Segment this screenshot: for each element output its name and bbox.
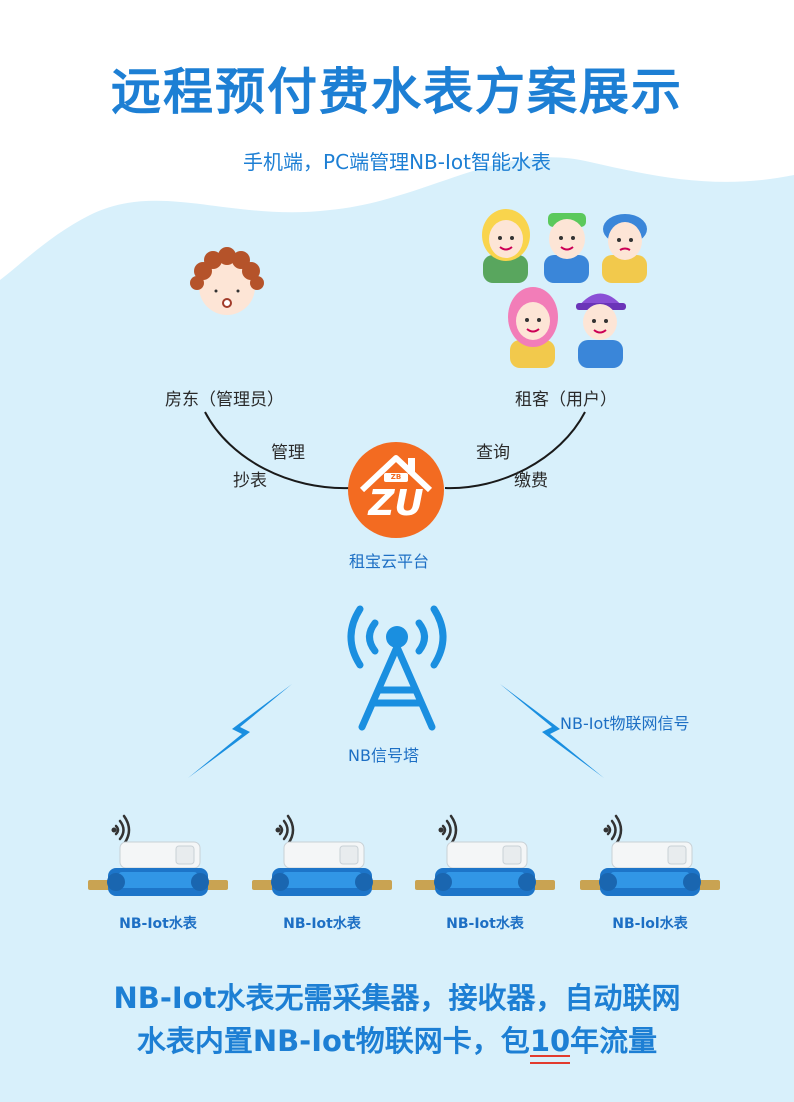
right-signal-bolt-icon — [500, 684, 604, 778]
water-meter-label: NB-Iot水表 — [119, 916, 197, 932]
tenant-avatar-4 — [508, 287, 558, 368]
signal-tower-icon — [347, 605, 447, 731]
water-meter-label: NB-Iot水表 — [446, 916, 524, 932]
landlord-action-manage: 管理 — [271, 443, 305, 463]
tenant-avatar-2 — [544, 213, 589, 283]
footer-line-1: NB-Iot水表无需采集器，接收器，自动联网 — [113, 981, 681, 1015]
water-meter-icon — [252, 814, 392, 896]
tower-label: NB信号塔 — [348, 746, 419, 765]
water-meter-4: NB-lol水表 — [580, 812, 720, 937]
tenant-action-query: 查询 — [476, 443, 510, 463]
water-meter-icon — [415, 814, 555, 896]
logo-small-text: ZB — [390, 473, 402, 481]
tenant-avatar-5 — [576, 293, 626, 368]
landlord-action-read-meter: 抄表 — [233, 471, 267, 491]
landlord-label: 房东（管理员） — [165, 390, 284, 410]
water-meter-1: NB-Iot水表 — [88, 812, 228, 937]
tenant-avatar-3 — [602, 214, 647, 283]
water-meter-label: NB-lol水表 — [612, 916, 688, 932]
water-meter-icon — [580, 814, 720, 896]
page-subtitle: 手机端，PC端管理NB-Iot智能水表 — [243, 150, 551, 174]
water-meter-3: NB-Iot水表 — [415, 812, 555, 937]
footer-line-2-suffix: 年流量 — [570, 1024, 658, 1058]
logo-main-text: ZU — [368, 483, 424, 524]
footer-line-2-prefix: 水表内置NB-Iot物联网卡，包 — [136, 1024, 530, 1058]
zu-logo-icon — [348, 442, 444, 538]
footer-years-number: 10 — [529, 1024, 571, 1058]
landlord-avatar-icon — [190, 247, 264, 315]
water-meter-label: NB-Iot水表 — [283, 916, 361, 932]
page-title: 远程预付费水表方案展示 — [111, 63, 683, 121]
left-signal-bolt-icon — [188, 684, 292, 778]
tenant-avatar-1 — [482, 209, 530, 283]
platform-name: 租宝云平台 — [349, 552, 430, 571]
footer-line-2: 水表内置NB-Iot物联网卡，包10年流量 — [0, 1018, 794, 1060]
tenant-action-pay: 缴费 — [514, 471, 548, 491]
water-meter-2: NB-Iot水表 — [252, 812, 392, 937]
water-meter-icon — [88, 814, 228, 896]
tenant-label: 租客（用户） — [515, 390, 617, 410]
platform-logo: ZB ZU — [346, 440, 446, 540]
signal-label: NB-Iot物联网信号 — [560, 714, 690, 733]
tenant-avatars-icon — [482, 209, 647, 368]
